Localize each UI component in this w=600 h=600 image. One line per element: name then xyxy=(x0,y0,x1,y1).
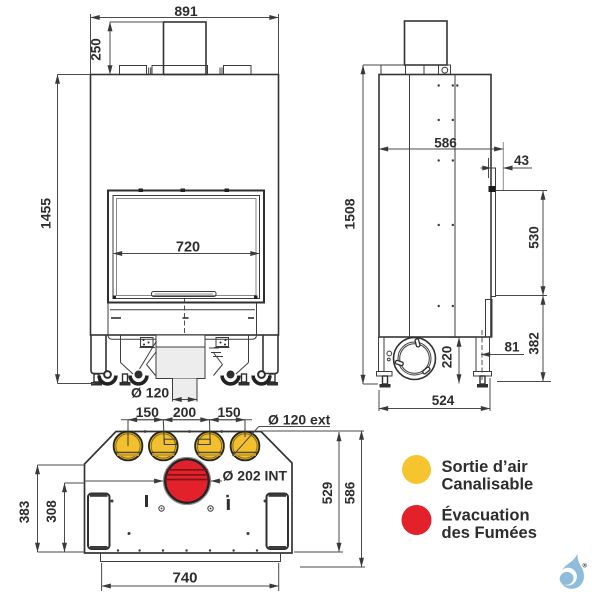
svg-text:308: 308 xyxy=(44,500,59,523)
svg-text:529: 529 xyxy=(320,482,335,505)
svg-text:220: 220 xyxy=(440,346,455,369)
svg-text:382: 382 xyxy=(527,332,542,355)
svg-text:586: 586 xyxy=(434,136,457,151)
svg-text:Canalisable: Canalisable xyxy=(442,476,534,494)
svg-text:81: 81 xyxy=(504,340,520,355)
svg-text:1455: 1455 xyxy=(38,198,54,229)
svg-text:891: 891 xyxy=(174,3,198,19)
svg-text:250: 250 xyxy=(89,38,104,61)
svg-text:530: 530 xyxy=(527,226,542,249)
svg-text:150: 150 xyxy=(217,404,241,420)
svg-text:des Fumées: des Fumées xyxy=(442,524,537,542)
svg-text:®: ® xyxy=(583,563,588,570)
svg-text:1508: 1508 xyxy=(342,198,358,229)
svg-text:43: 43 xyxy=(514,153,530,168)
svg-text:Ø 120 ext: Ø 120 ext xyxy=(268,412,331,428)
svg-text:586: 586 xyxy=(343,481,358,504)
svg-text:150: 150 xyxy=(136,404,160,420)
svg-text:Ø 202 INT: Ø 202 INT xyxy=(223,468,288,484)
svg-text:Évacuation: Évacuation xyxy=(442,506,530,525)
svg-text:Sortie d’air: Sortie d’air xyxy=(442,458,529,476)
svg-text:740: 740 xyxy=(172,570,197,587)
svg-text:383: 383 xyxy=(17,500,32,523)
svg-text:Ø 120: Ø 120 xyxy=(131,385,169,401)
svg-text:200: 200 xyxy=(173,404,197,420)
svg-text:524: 524 xyxy=(432,393,455,408)
svg-text:720: 720 xyxy=(176,240,200,256)
